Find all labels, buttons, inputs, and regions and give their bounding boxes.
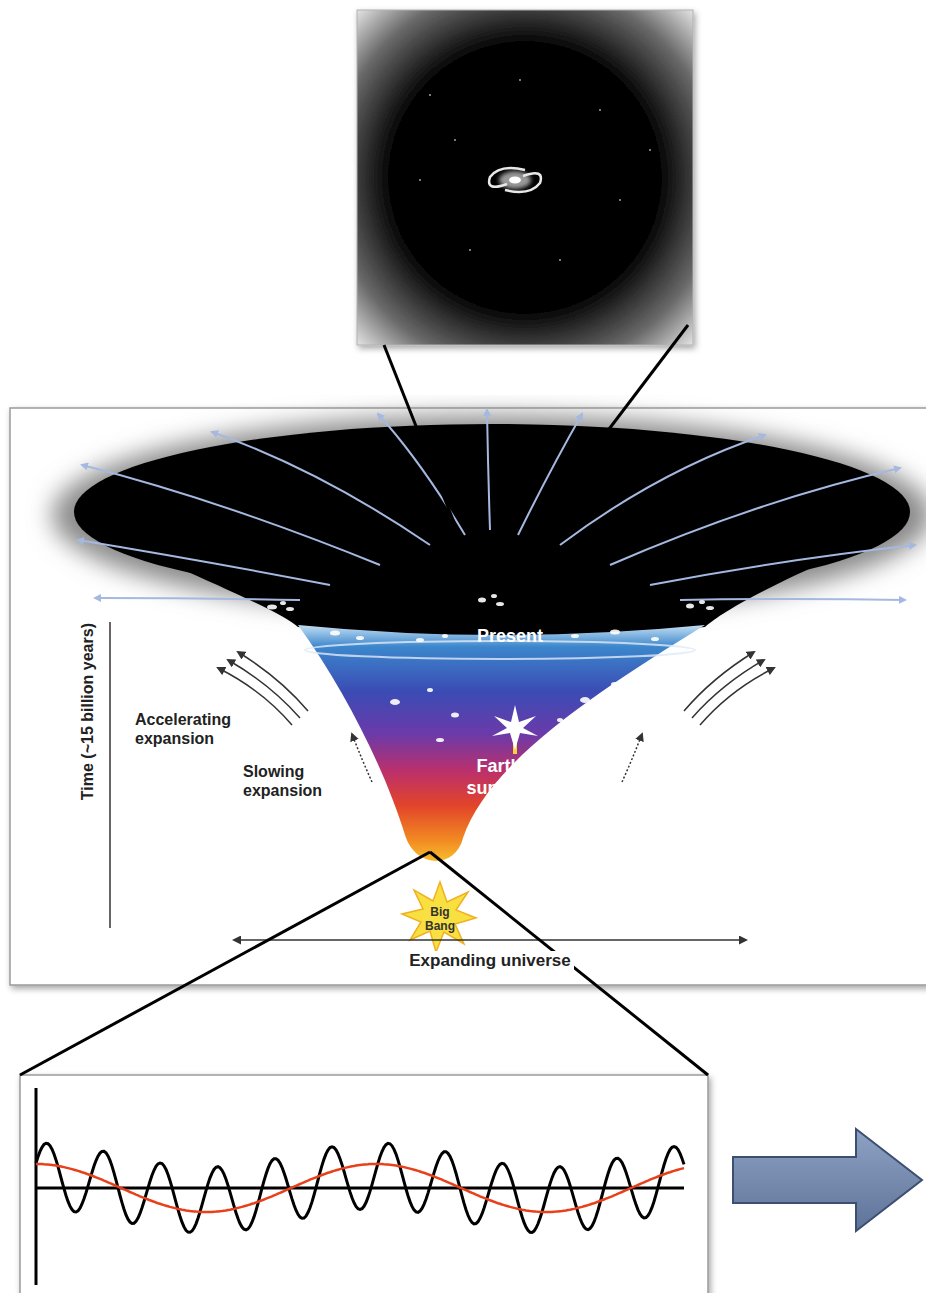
- present-label: Present: [477, 626, 543, 648]
- supernova-label: Farthest supernova: [457, 756, 567, 799]
- long-wave: [36, 1164, 684, 1212]
- wave-panel: [20, 1075, 708, 1293]
- time-axis-label: Time (~15 billion years): [78, 623, 97, 800]
- galaxy-panel: [357, 10, 693, 345]
- block-arrow: [733, 1129, 922, 1231]
- accelerating-label: Accelerating expansion: [135, 710, 260, 748]
- zoom-line: [20, 325, 708, 1075]
- universe-panel: [10, 408, 926, 985]
- slowing-label: Slowing expansion: [243, 762, 338, 800]
- fluctuation-wave: [36, 1143, 684, 1232]
- big-bang-label: Big Bang: [420, 905, 460, 934]
- axis-label: Expanding universe: [406, 951, 574, 971]
